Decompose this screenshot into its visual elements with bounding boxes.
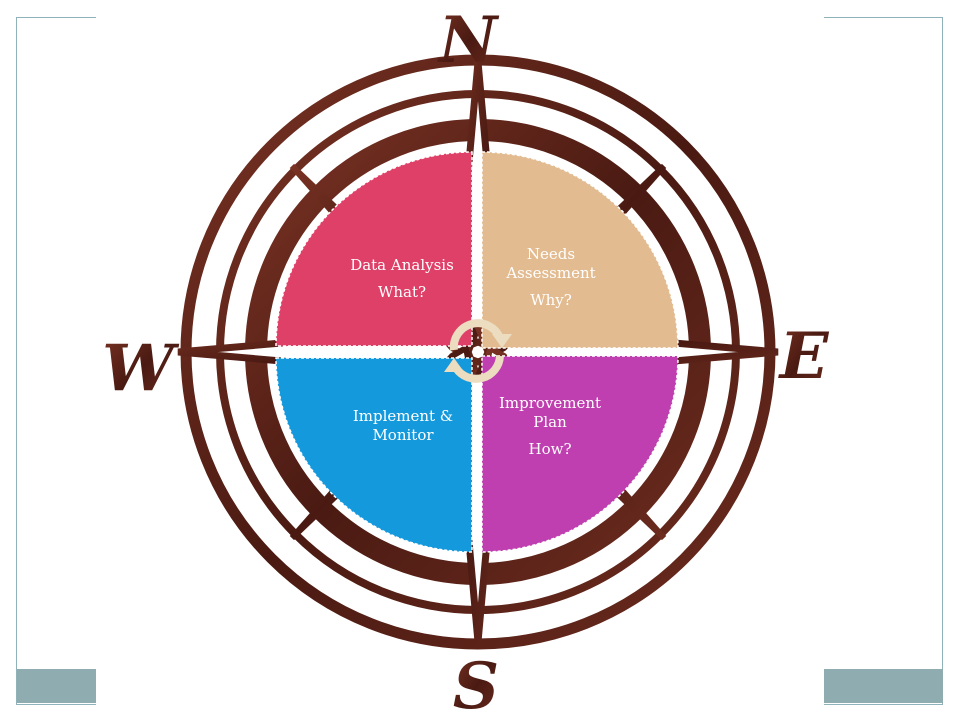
label-improvement-plan-title: Improvement Plan <box>498 394 602 431</box>
label-data-analysis: Data Analysis What? <box>332 256 472 302</box>
quadrants <box>275 151 679 553</box>
label-improvement-plan-question: How? <box>528 439 572 458</box>
quadrant-needs-assessment <box>481 151 679 349</box>
cycle-arrows <box>449 319 504 383</box>
label-data-analysis-question: What? <box>377 282 427 301</box>
cycle-arrowheads <box>444 334 512 372</box>
cycle-arrowhead-top <box>492 334 512 348</box>
quadrant-improvement-plan <box>481 355 679 553</box>
label-needs-assessment-title: Needs Assessment <box>506 245 596 282</box>
label-implement-monitor-title: Implement & Monitor <box>352 407 454 444</box>
label-needs-assessment: Needs Assessment Why? <box>494 245 608 309</box>
label-implement-monitor: Implement & Monitor <box>336 407 470 445</box>
label-data-analysis-title: Data Analysis <box>350 256 454 274</box>
label-improvement-plan: Improvement Plan How? <box>484 394 616 458</box>
cycle-arrow-bottom <box>452 355 504 383</box>
north-letter: N <box>437 3 500 78</box>
west-letter: W <box>102 331 180 406</box>
quadrant-implement-monitor <box>275 357 473 553</box>
south-letter: S <box>453 649 499 720</box>
east-letter: E <box>778 319 830 394</box>
quadrant-data-analysis <box>275 151 473 347</box>
cycle-arrowhead-bottom <box>444 358 464 372</box>
cycle-arrow-top <box>449 319 504 351</box>
label-needs-assessment-question: Why? <box>530 290 572 309</box>
